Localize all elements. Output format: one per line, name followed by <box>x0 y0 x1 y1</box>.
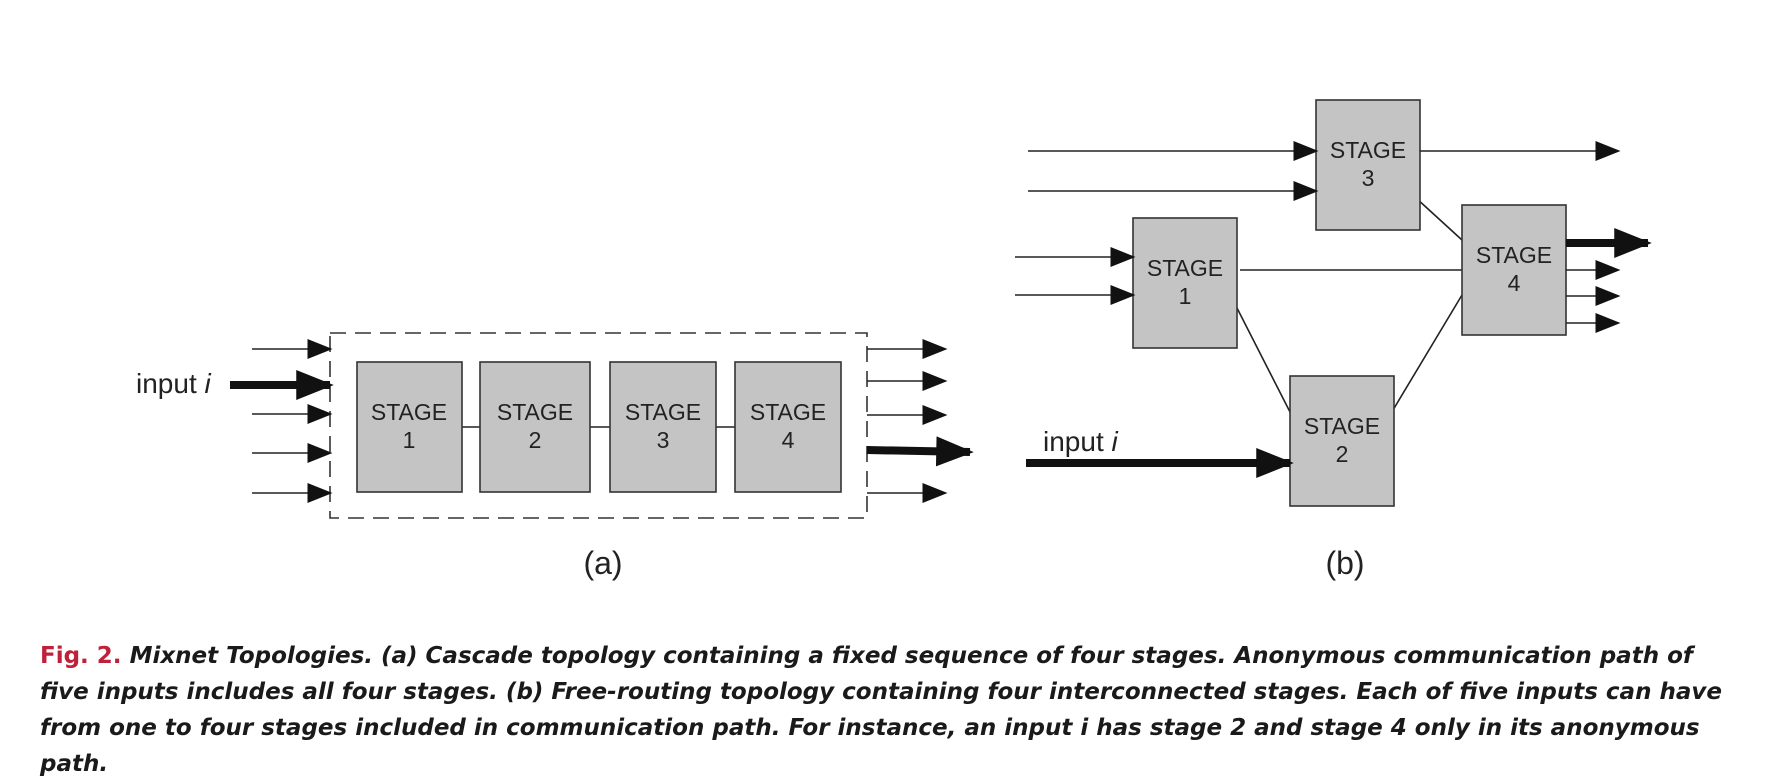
cascade-stage-4: STAGE 4 <box>734 361 842 493</box>
cascade-stage-1: STAGE 1 <box>356 361 463 493</box>
mixnet-figure: STAGE 1 STAGE 2 STAGE 3 STAGE 4 <box>136 99 1652 581</box>
free-stage-3: STAGE 3 <box>1315 99 1421 231</box>
svg-text:2: 2 <box>1336 441 1349 467</box>
svg-text:1: 1 <box>403 427 416 453</box>
free-stage-4: STAGE 4 <box>1461 204 1567 336</box>
free-routing-links <box>1236 197 1463 416</box>
svg-text:STAGE: STAGE <box>750 399 826 425</box>
panel-a-label: (a) <box>583 545 622 581</box>
free-stage-1: STAGE 1 <box>1132 217 1238 349</box>
svg-text:STAGE: STAGE <box>1476 242 1552 268</box>
panel-b-free-routing: STAGE 3 STAGE 1 STAGE 4 STAGE 2 <box>1015 99 1652 581</box>
svg-text:3: 3 <box>657 427 670 453</box>
svg-text:STAGE: STAGE <box>1147 255 1223 281</box>
cascade-output-arrows <box>866 339 974 503</box>
figure-caption: Fig. 2. Mixnet Topologies. (a) Cascade t… <box>40 638 1740 782</box>
caption-text: Mixnet Topologies. (a) Cascade topology … <box>40 643 1722 777</box>
cascade-input-label: input i <box>136 368 212 399</box>
svg-text:STAGE: STAGE <box>371 399 447 425</box>
free-input-label: input i <box>1043 426 1119 457</box>
svg-text:4: 4 <box>782 427 795 453</box>
free-output-arrows <box>1420 141 1652 333</box>
panel-b-label: (b) <box>1325 545 1364 581</box>
panel-a-cascade: STAGE 1 STAGE 2 STAGE 3 STAGE 4 <box>136 332 974 581</box>
free-input-arrows <box>1015 141 1319 478</box>
figure-number: Fig. 2. <box>40 643 122 669</box>
cascade-dashed-boundary <box>329 332 868 519</box>
svg-text:STAGE: STAGE <box>1330 137 1406 163</box>
svg-text:4: 4 <box>1508 270 1521 296</box>
free-stage-2: STAGE 2 <box>1289 375 1395 507</box>
cascade-input-arrows <box>230 339 334 503</box>
svg-text:STAGE: STAGE <box>625 399 701 425</box>
svg-text:STAGE: STAGE <box>1304 413 1380 439</box>
svg-text:2: 2 <box>529 427 542 453</box>
svg-text:3: 3 <box>1362 165 1375 191</box>
cascade-stage-3: STAGE 3 <box>609 361 717 493</box>
svg-text:1: 1 <box>1179 283 1192 309</box>
cascade-stage-2: STAGE 2 <box>479 361 591 493</box>
svg-text:STAGE: STAGE <box>497 399 573 425</box>
